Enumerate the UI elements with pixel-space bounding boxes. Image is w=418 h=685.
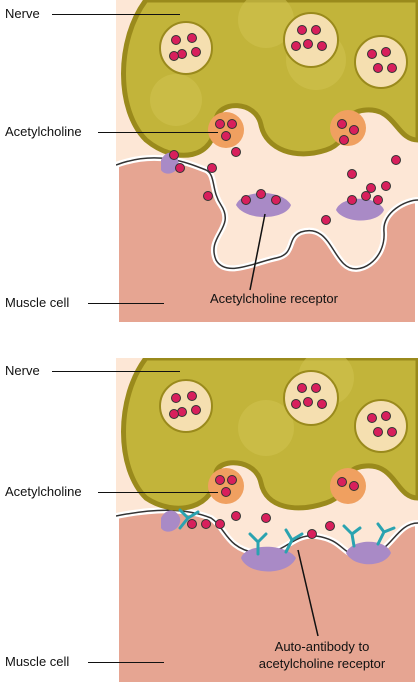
- synapse-normal-svg: [116, 0, 418, 325]
- muscle-cell-leader-line: [88, 662, 164, 663]
- synapse-normal-illustration: [116, 0, 418, 325]
- acetylcholine-label: Acetylcholine: [5, 124, 82, 139]
- antibody-leader-line: [297, 549, 319, 637]
- nerve-bubble: [150, 74, 202, 126]
- auto-antibodies: [178, 508, 396, 556]
- receptor-leader-line: [249, 213, 266, 291]
- receptor-label: Acetylcholine receptor: [210, 291, 338, 306]
- acetylcholine-molecules: [169, 383, 397, 539]
- synaptic-vesicle: [159, 21, 213, 75]
- acetylcholine-molecules: [169, 25, 401, 225]
- synapse-myasthenia-svg: [116, 358, 418, 685]
- muscle-membrane: [116, 157, 418, 270]
- antibody-label-line2: acetylcholine receptor: [258, 656, 386, 671]
- acetylcholine-receptor: [346, 541, 391, 565]
- synaptic-vesicle: [354, 35, 408, 89]
- release-vesicle: [330, 468, 366, 504]
- synaptic-vesicle: [354, 399, 408, 453]
- acetylcholine-receptor: [336, 198, 384, 221]
- nerve-bubble: [238, 0, 294, 48]
- synaptic-vesicle: [159, 379, 213, 433]
- muscle-cell-label: Muscle cell: [5, 295, 70, 310]
- release-vesicle: [330, 110, 366, 146]
- muscle-cell-leader-line: [88, 303, 164, 304]
- antibody-callout: Auto-antibody to acetylcholine receptor: [252, 638, 392, 672]
- acetylcholine-leader-line: [98, 132, 218, 133]
- antibody-label-line1: Auto-antibody to: [274, 639, 370, 654]
- receptor-leader-svg: [249, 213, 266, 291]
- acetylcholine-label: Acetylcholine: [5, 484, 82, 499]
- nerve-label: Nerve: [5, 6, 40, 21]
- synapse-myasthenia-illustration: [116, 358, 418, 685]
- acetylcholine-receptor: [161, 510, 181, 532]
- acetylcholine-leader-line: [98, 492, 218, 493]
- nerve-bubble: [238, 400, 294, 456]
- nerve-label: Nerve: [5, 363, 40, 378]
- muscle-cell-label: Muscle cell: [5, 654, 70, 669]
- acetylcholine-receptor: [241, 546, 296, 572]
- nerve-leader-line: [52, 371, 180, 372]
- nerve-leader-line: [52, 14, 180, 15]
